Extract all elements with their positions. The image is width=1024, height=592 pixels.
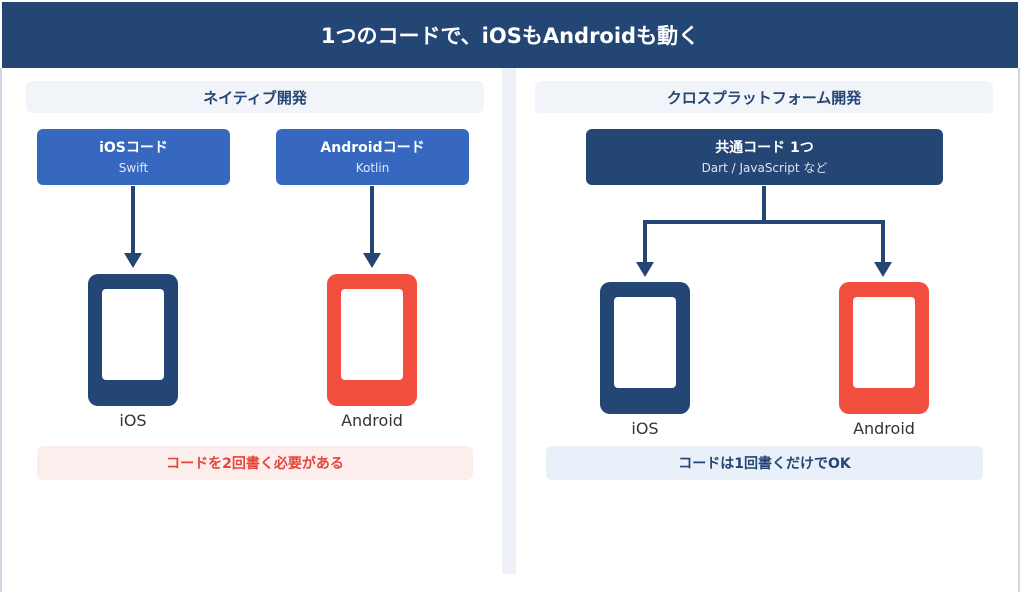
native-ios-phone-icon [88, 274, 178, 406]
android-code-title: Androidコード [320, 139, 425, 156]
frame-border-right [1018, 68, 1020, 592]
cross-ios-phone-icon [600, 282, 690, 414]
native-section-title-text: ネイティブ開発 [203, 88, 307, 107]
arrowhead-cross-ios [636, 262, 654, 277]
ios-code-box: iOSコード Swift [37, 129, 230, 185]
native-ios-label: iOS [119, 411, 147, 430]
cross-note-text: コードは1回書くだけでOK [678, 456, 851, 472]
ios-code-title: iOSコード [99, 139, 168, 156]
ios-code-language: Swift [118, 160, 149, 175]
frame-border-left [0, 68, 2, 592]
arrowhead-cross-android [874, 262, 892, 277]
cross-note: コードは1回書くだけでOK [546, 446, 983, 480]
native-android-phone-icon [327, 274, 417, 406]
phone-screen [102, 289, 164, 380]
page-title-text: 1つのコードで、iOSもAndroidも動く [320, 24, 700, 48]
phone-screen [341, 289, 403, 380]
android-code-box: Androidコード Kotlin [276, 129, 469, 185]
panel-divider [502, 68, 516, 574]
arrowhead-native-android [363, 253, 381, 268]
cross-section-title: クロスプラットフォーム開発 [535, 81, 993, 113]
cross-android-label: Android [853, 419, 915, 438]
cross-android-phone-icon [839, 282, 929, 414]
cross-ios-label: iOS [631, 419, 659, 438]
cross-section-title-text: クロスプラットフォーム開発 [666, 88, 862, 107]
native-note: コードを2回書く必要がある [37, 446, 473, 480]
shared-code-title: 共通コード 1つ [715, 139, 814, 156]
shared-code-box: 共通コード 1つ Dart / JavaScript など [586, 129, 943, 185]
phone-screen [614, 297, 676, 388]
shared-code-language: Dart / JavaScript など [701, 160, 828, 175]
phone-screen [853, 297, 915, 388]
native-section-title: ネイティブ開発 [26, 81, 484, 113]
native-note-text: コードを2回書く必要がある [166, 456, 344, 472]
page-title: 1つのコードで、iOSもAndroidも動く [2, 2, 1018, 68]
native-android-label: Android [341, 411, 403, 430]
android-code-language: Kotlin [355, 160, 390, 175]
arrowhead-native-ios [124, 253, 142, 268]
